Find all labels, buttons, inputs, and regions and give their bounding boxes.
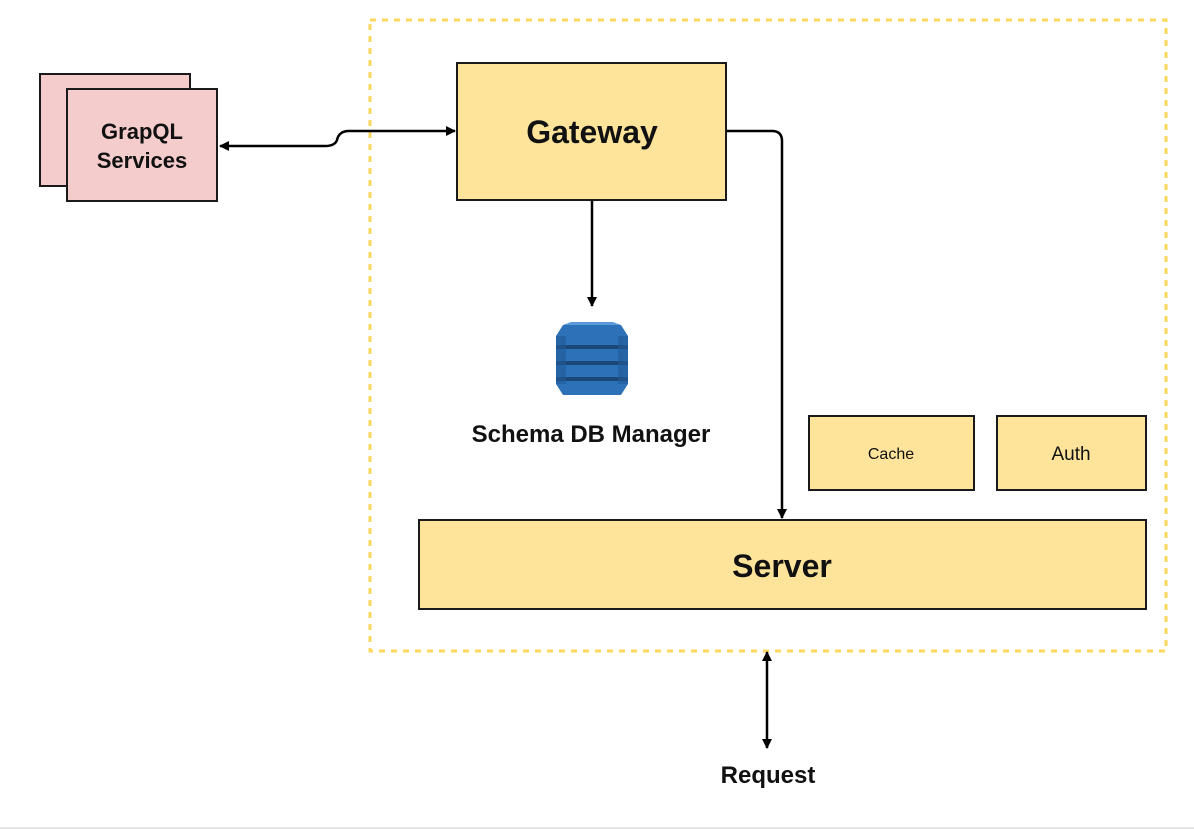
edge-services-gateway [219, 126, 456, 151]
schema-db-label: Schema DB Manager [472, 421, 711, 448]
server-label: Server [732, 548, 832, 584]
auth-box [996, 415, 1147, 491]
database-icon [556, 322, 628, 395]
server-box [418, 519, 1147, 610]
auth-label: Auth [1051, 444, 1090, 465]
gateway-node[interactable]: Gateway [456, 62, 727, 201]
graphql-services-label-line2: Services [97, 148, 188, 173]
auth-node[interactable]: Auth [996, 415, 1147, 491]
schema-db-node[interactable]: Schema DB Manager [472, 322, 711, 448]
gateway-box [456, 62, 727, 201]
server-node[interactable]: Server [418, 519, 1147, 610]
bottom-divider [0, 827, 1194, 829]
gateway-label: Gateway [526, 114, 658, 150]
cache-node[interactable]: Cache [808, 415, 975, 491]
graphql-services-label-line1: GrapQL [101, 119, 183, 144]
graphql-services-front-card [66, 88, 218, 202]
request-label: Request [721, 762, 816, 789]
cache-box [808, 415, 975, 491]
edge-gateway-server [727, 129, 787, 519]
cache-label: Cache [868, 446, 914, 463]
graphql-services-node[interactable]: GrapQL Services [39, 73, 218, 202]
